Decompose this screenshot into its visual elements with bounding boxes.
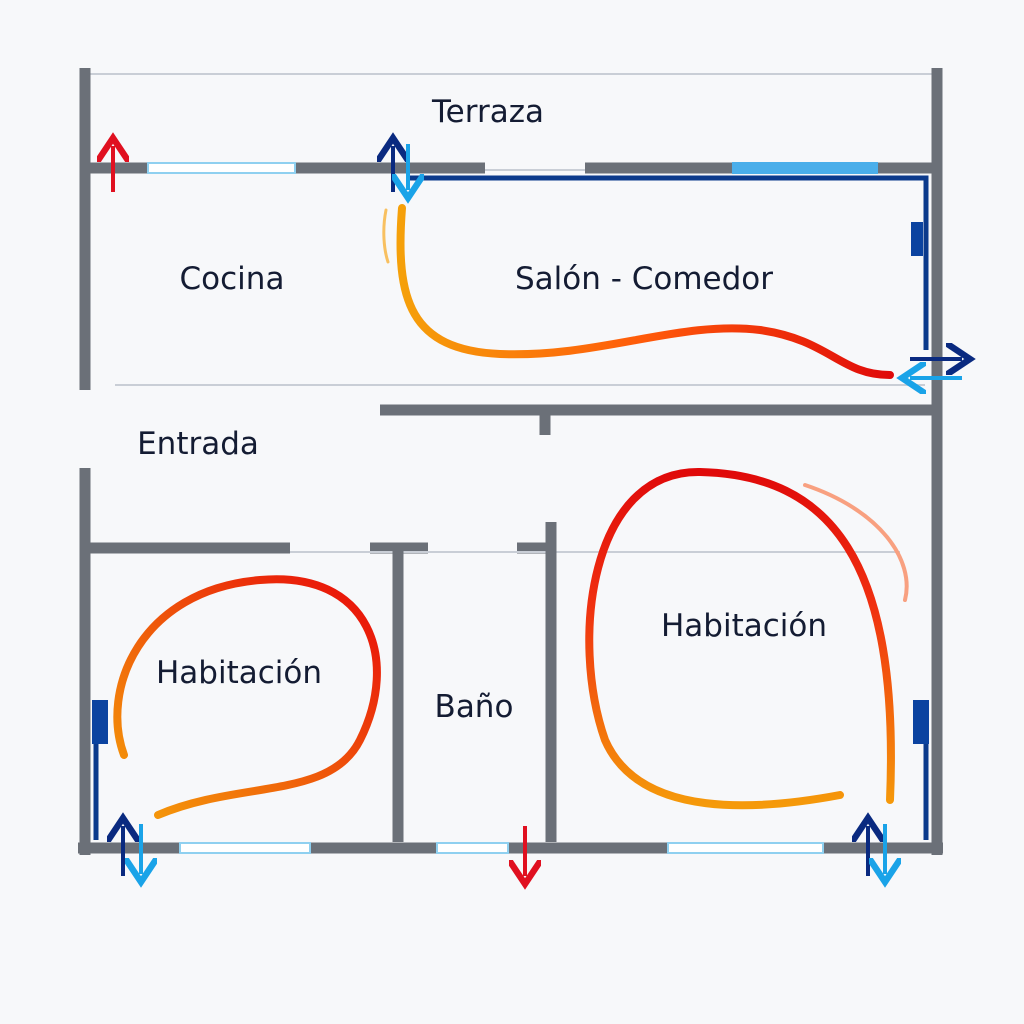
radiator-living <box>911 222 923 256</box>
airflow-bedroom-right <box>585 467 895 810</box>
window-living <box>732 162 878 174</box>
label-bathroom: Baño <box>435 689 514 725</box>
window-kitchen <box>147 162 296 174</box>
radiator-bedroom-left <box>92 700 108 744</box>
window-bath <box>436 842 509 854</box>
label-living: Salón - Comedor <box>515 261 773 297</box>
airflow-bedroom-right-trace <box>803 483 909 602</box>
label-entrance: Entrada <box>137 426 259 462</box>
label-kitchen: Cocina <box>180 261 285 297</box>
room-labels: Terraza Cocina Salón - Comedor Entrada H… <box>137 94 827 725</box>
radiator-bedroom-right <box>913 700 929 744</box>
label-terrace: Terraza <box>431 94 544 130</box>
heating-pipes <box>92 175 929 840</box>
airflow-bedroom-left <box>113 575 381 819</box>
pipe-living <box>410 175 929 350</box>
airflow-living-trace <box>382 208 390 264</box>
windows <box>147 162 878 854</box>
window-bedroom-left <box>179 842 311 854</box>
airflows <box>113 204 909 819</box>
window-bedroom-right <box>667 842 824 854</box>
label-bedroom-left: Habitación <box>156 655 322 691</box>
label-bedroom-right: Habitación <box>661 608 827 644</box>
airflow-living <box>396 204 894 379</box>
vent-arrows <box>113 144 962 876</box>
